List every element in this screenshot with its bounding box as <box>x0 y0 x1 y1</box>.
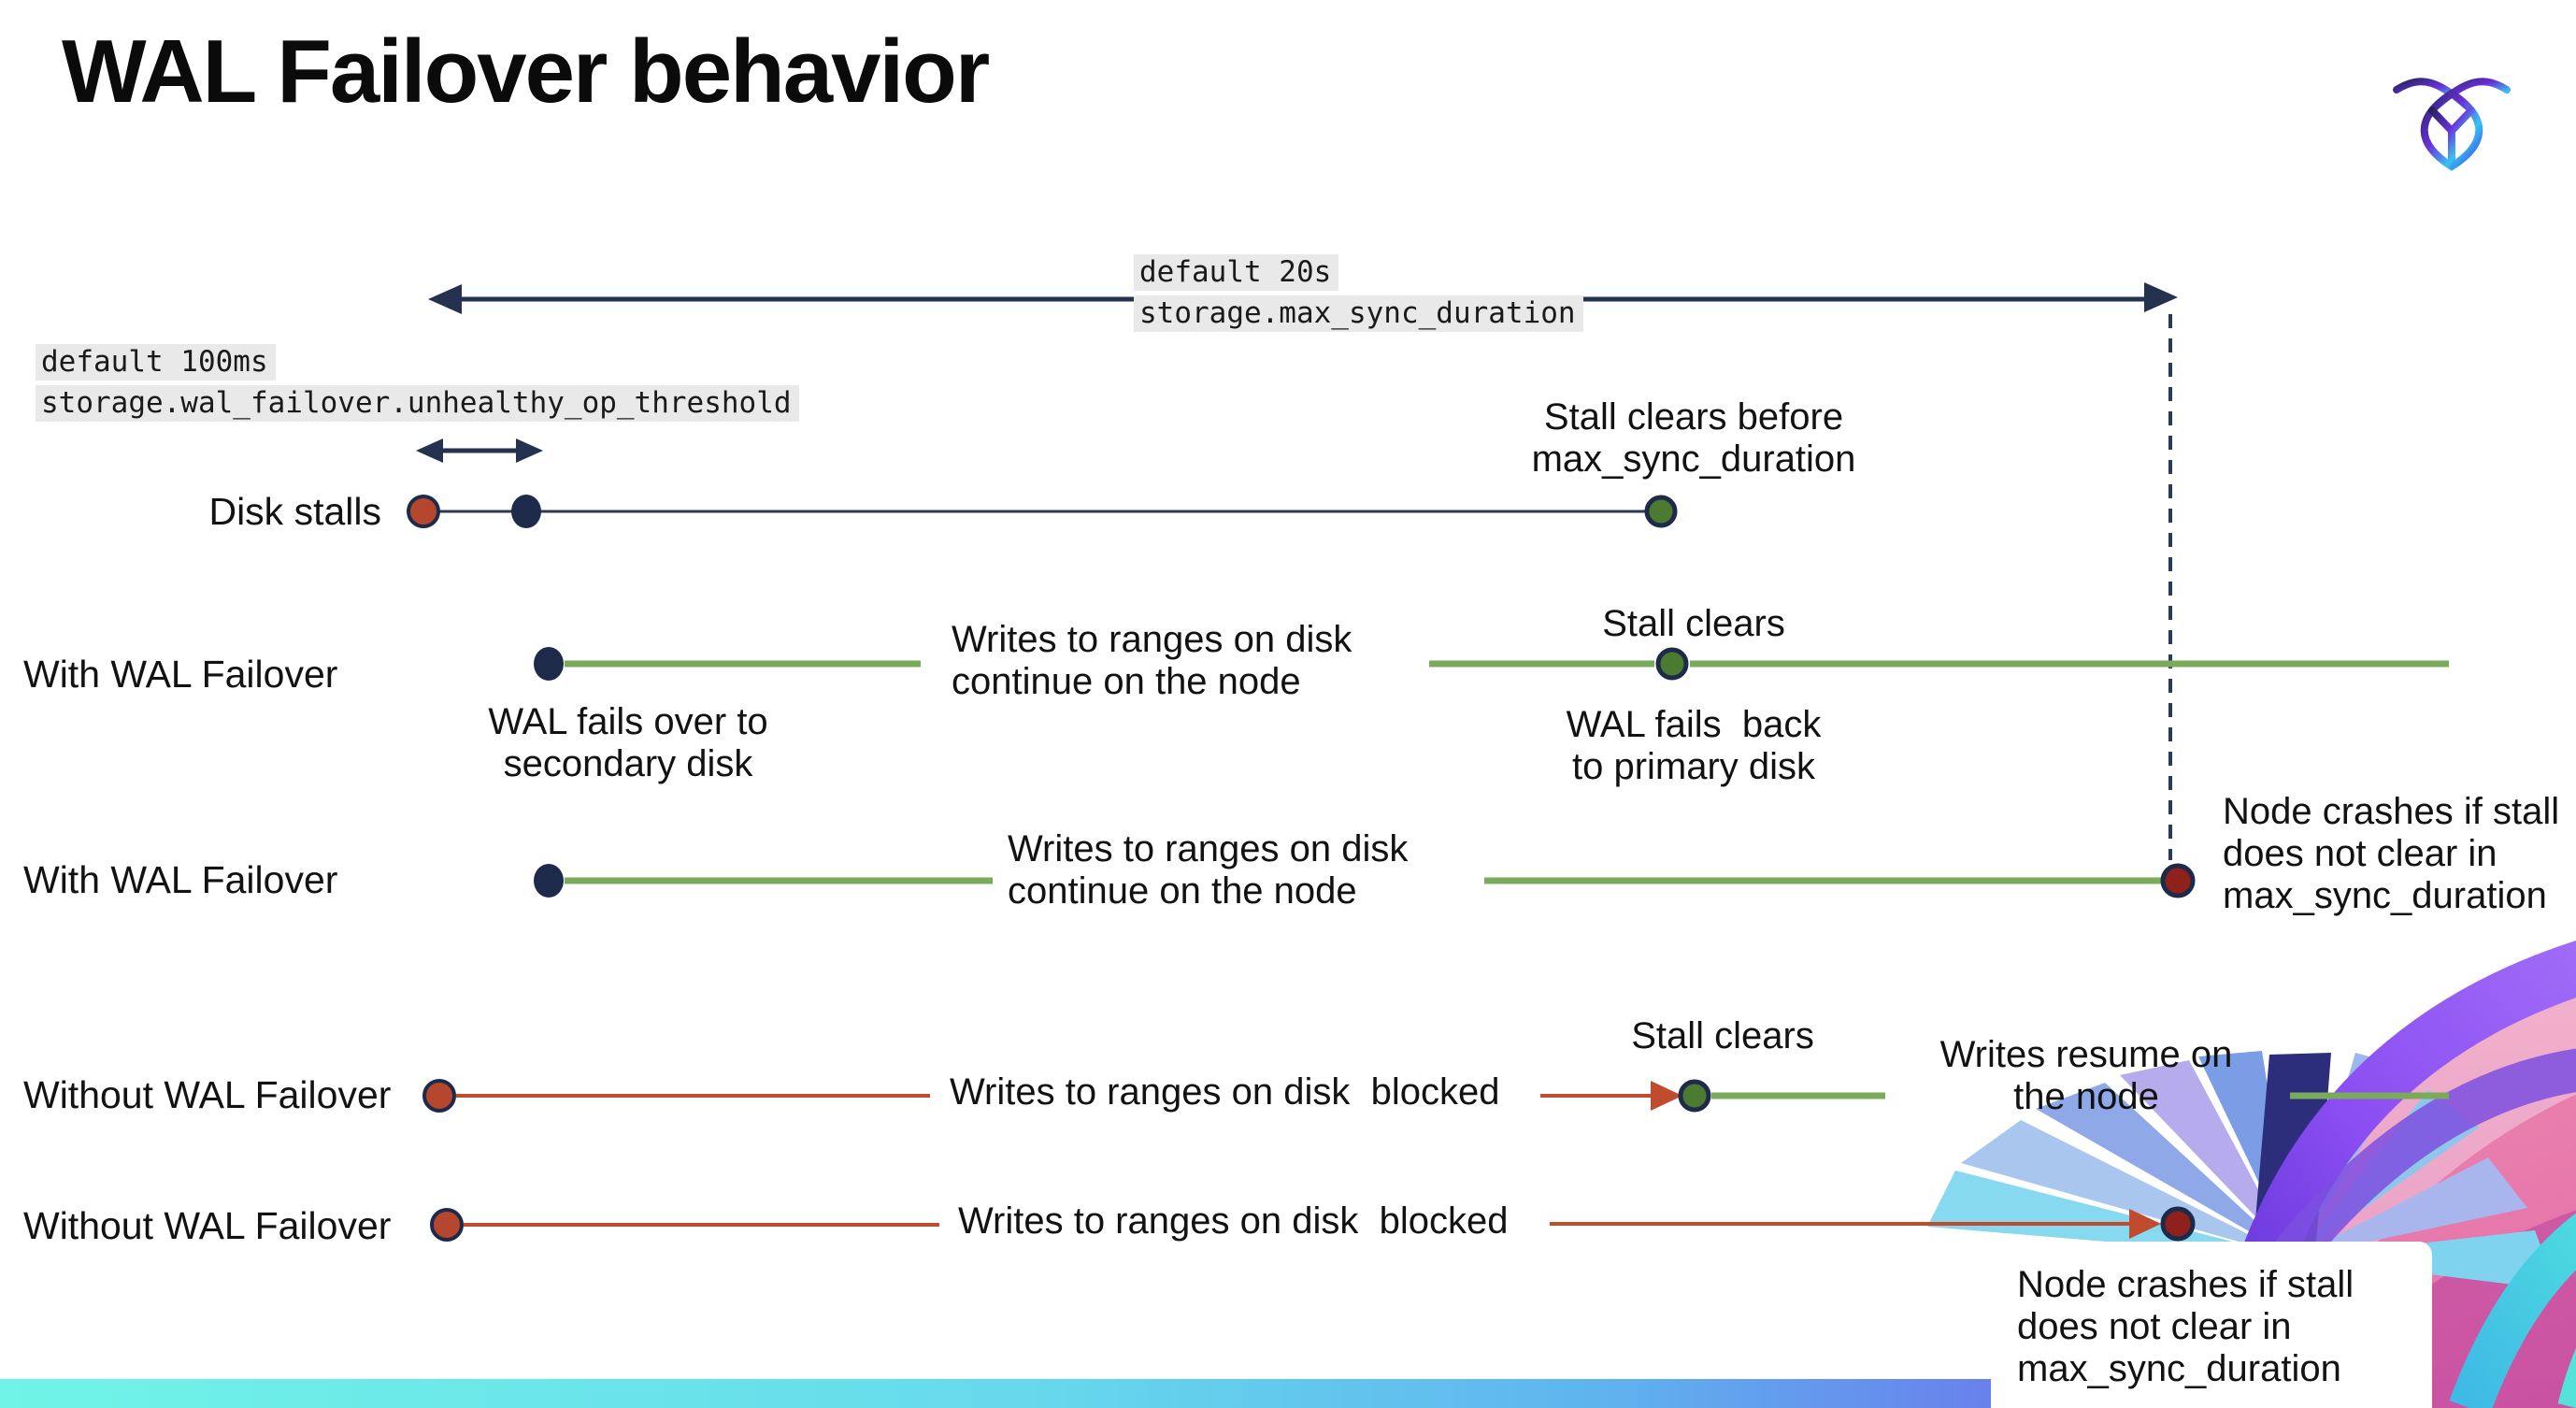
cockroachdb-logo-icon <box>2393 78 2511 171</box>
note-stall-clears-before: Stall clears before max_sync_duration <box>1531 396 1856 480</box>
note-stall-clears-1: Stall clears <box>1602 603 1785 644</box>
note-writes-blocked-2: Writes to ranges on disk blocked <box>958 1200 1509 1242</box>
annotation-unhealthy-op-threshold: default 100ms storage.wal_failover.unhea… <box>36 344 799 422</box>
note-node-crashes-1: Node crashes if stall does not clear in … <box>2223 791 2560 916</box>
row-label-without-wal-failover-1: Without WAL Failover <box>23 1073 392 1116</box>
row-label-disk-stalls: Disk stalls <box>208 490 381 533</box>
note-wal-fails-back: WAL fails back to primary disk <box>1566 704 1822 787</box>
note-writes-resume: Writes resume on the node <box>1939 1034 2233 1117</box>
page-title: WAL Failover behavior <box>62 22 990 122</box>
annotation-default-value: default 20s <box>1134 254 1339 291</box>
crash-note-text: Node crashes if stall does not clear in … <box>2017 1264 2354 1389</box>
note-writes-continue-1: Writes to ranges on disk continue on the… <box>952 619 1352 702</box>
note-writes-continue-2: Writes to ranges on disk continue on the… <box>1008 828 1409 912</box>
crash-note-box: Node crashes if stall does not clear in … <box>1991 1242 2432 1408</box>
note-wal-fails-over: WAL fails over to secondary disk <box>488 701 768 784</box>
annotation-setting-name: storage.wal_failover.unhealthy_op_thresh… <box>36 385 799 422</box>
annotation-max-sync-duration: default 20s storage.max_sync_duration <box>1134 254 1583 332</box>
annotation-setting-name: storage.max_sync_duration <box>1134 295 1583 332</box>
annotation-default-value: default 100ms <box>36 344 276 381</box>
row-label-without-wal-failover-2: Without WAL Failover <box>23 1204 392 1247</box>
note-stall-clears-2: Stall clears <box>1631 1015 1814 1056</box>
row-label-with-wal-failover-1: With WAL Failover <box>23 653 338 696</box>
note-writes-blocked-1: Writes to ranges on disk blocked <box>950 1071 1500 1113</box>
row-label-with-wal-failover-2: With WAL Failover <box>23 858 338 901</box>
